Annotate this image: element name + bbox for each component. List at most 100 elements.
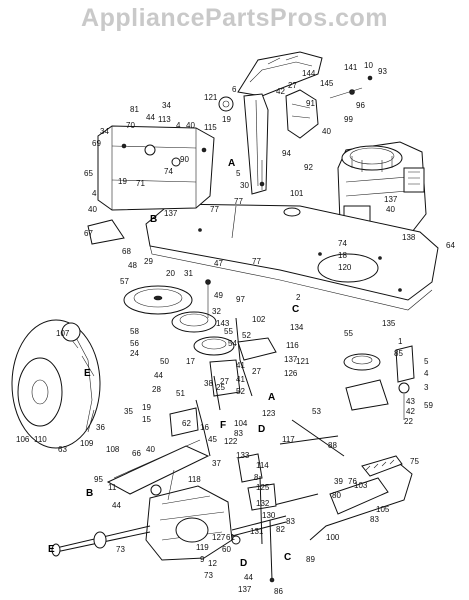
part-label: 43 — [406, 397, 415, 406]
part-label: 10 — [364, 61, 373, 70]
part-label: 90 — [180, 155, 189, 164]
part-label: 16 — [200, 423, 209, 432]
part-label: 118 — [188, 475, 201, 484]
part-label: 83 — [234, 429, 243, 438]
part-label: 82 — [276, 525, 285, 534]
part-label: 35 — [124, 407, 133, 416]
part-label: 96 — [356, 101, 365, 110]
part-label: 22 — [404, 417, 413, 426]
part-label: 20 — [166, 269, 175, 278]
part-label: 28 — [152, 385, 161, 394]
part-label: 31 — [184, 269, 193, 278]
part-label: 64 — [446, 241, 455, 250]
part-label: 17 — [186, 357, 195, 366]
part-label: 100 — [326, 533, 340, 542]
steering-console — [218, 51, 373, 195]
callout-c: C — [292, 304, 299, 315]
part-label: 86 — [274, 587, 283, 596]
part-label: 40 — [88, 205, 97, 214]
part-label: 8 — [254, 473, 259, 482]
part-label: 92 — [304, 163, 313, 172]
part-label: 81 — [130, 105, 139, 114]
part-label: 29 — [144, 257, 153, 266]
part-labels: 6 121 144 145 141 10 93 42 27 91 96 99 4… — [16, 61, 455, 596]
part-label: 101 — [290, 189, 304, 198]
part-label: 114 — [256, 461, 269, 470]
part-label: 103 — [354, 481, 368, 490]
part-label: 4 — [92, 189, 97, 198]
part-label: 19 — [142, 403, 151, 412]
part-label: 137 — [164, 209, 178, 218]
part-label: 66 — [132, 449, 141, 458]
part-label: 24 — [130, 349, 139, 358]
part-label: 42 — [406, 407, 415, 416]
part-label: 44 — [146, 113, 155, 122]
part-label: 4 — [424, 369, 429, 378]
part-label: 11 — [108, 483, 117, 492]
part-label: 109 — [80, 439, 94, 448]
part-label: 83 — [286, 517, 295, 526]
part-label: 5 — [236, 169, 241, 178]
part-label: 60 — [222, 545, 231, 554]
part-label: 105 — [376, 505, 390, 514]
part-label: 97 — [236, 295, 245, 304]
part-label: 108 — [106, 445, 120, 454]
front-bracket — [87, 125, 215, 245]
part-label: 89 — [306, 555, 315, 564]
callout-d: D — [240, 558, 247, 569]
part-label: 67 — [84, 229, 93, 238]
watermark: AppliancePartsPros.com — [81, 4, 388, 32]
part-label: 32 — [212, 307, 221, 316]
part-label: 34 — [162, 101, 171, 110]
part-label: 19 — [222, 115, 231, 124]
part-label: 85 — [394, 349, 403, 358]
part-label: 58 — [130, 327, 139, 336]
part-label: 74 — [338, 239, 347, 248]
part-label: 120 — [338, 263, 352, 272]
part-label: 71 — [136, 179, 145, 188]
part-label: 80 — [332, 491, 341, 500]
part-label: 55 — [344, 329, 353, 338]
part-label: 138 — [402, 233, 416, 242]
part-label: 6 — [232, 85, 237, 94]
callout-a: A — [268, 392, 275, 403]
part-label: 143 — [216, 319, 230, 328]
part-label: 107 — [56, 329, 70, 338]
part-label: 40 — [146, 445, 155, 454]
pulleys — [123, 279, 389, 411]
part-label: 52 — [242, 331, 251, 340]
callout-a: A — [228, 158, 235, 169]
part-label: 52 — [236, 387, 245, 396]
part-label: 102 — [252, 315, 266, 324]
part-label: 1 — [398, 337, 403, 346]
part-label: 40 — [386, 205, 395, 214]
part-label: 42 — [276, 87, 285, 96]
callout-f: F — [220, 420, 226, 431]
part-label: 127 — [212, 533, 226, 542]
part-label: 83 — [370, 515, 379, 524]
part-label: 18 — [338, 251, 347, 260]
callout-c: C — [284, 552, 291, 563]
part-label: 94 — [282, 149, 291, 158]
part-label: 68 — [122, 247, 131, 256]
part-label: 27 — [252, 367, 261, 376]
part-label: 19 — [118, 177, 127, 186]
part-label: 36 — [96, 423, 105, 432]
part-label: 122 — [224, 437, 238, 446]
frame-plate — [145, 203, 439, 311]
part-label: 37 — [212, 459, 221, 468]
part-label: 51 — [176, 389, 185, 398]
part-label: 62 — [182, 419, 191, 428]
part-label: 2 — [296, 293, 301, 302]
part-label: 49 — [214, 291, 223, 300]
shift-rod — [261, 455, 413, 541]
part-label: 27 — [288, 81, 297, 90]
part-label: 41 — [236, 375, 245, 384]
wheel-tire — [11, 319, 101, 449]
part-label: 91 — [306, 99, 315, 108]
part-label: 76 — [348, 477, 357, 486]
part-label: 34 — [100, 127, 109, 136]
part-label: 54 — [228, 339, 237, 348]
